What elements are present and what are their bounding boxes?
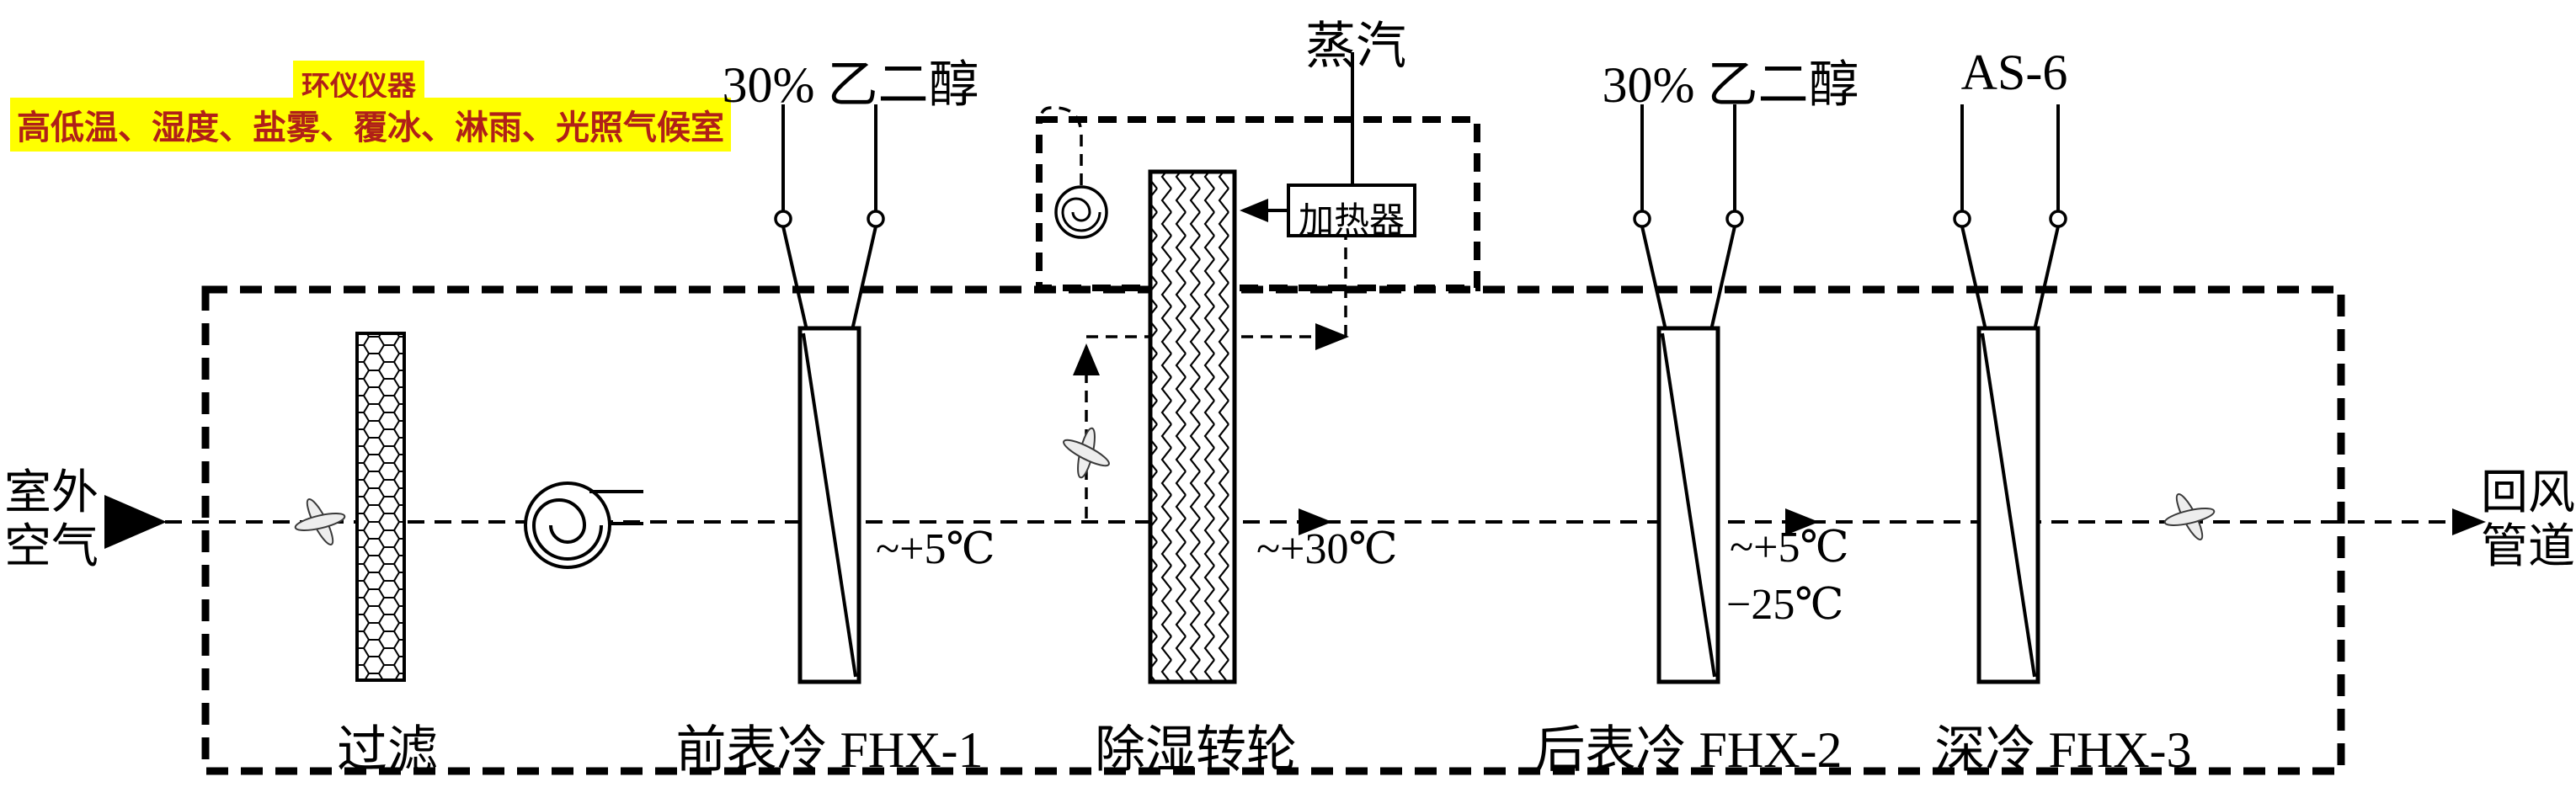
deepcool-caption: 深冷 FHX-3 — [1934, 722, 2192, 778]
temp-after-aftercool-low: −25℃ — [1726, 581, 1844, 629]
glycol-right-label: 30% 乙二醇 — [1602, 57, 1859, 113]
heater-label: 加热器 — [1298, 202, 1405, 241]
return-duct-line1: 回风 — [2481, 467, 2575, 519]
coolant-pipes-fhx1 — [774, 104, 885, 331]
blower-icon — [524, 481, 643, 569]
regen-fan-icon — [1054, 185, 1108, 239]
filter-caption: 过滤 — [337, 722, 438, 778]
regen-supply-arrow — [1315, 323, 1349, 350]
desiccant-wheel-icon — [1148, 169, 1237, 684]
inlet-arrow — [104, 495, 167, 549]
wheel-caption: 除湿转轮 — [1095, 722, 1297, 778]
return-duct-label: 回风 管道 — [2481, 466, 2575, 574]
temp-after-wheel: ~+30℃ — [1256, 525, 1398, 573]
flow-arrow-after-wheel — [1299, 508, 1332, 535]
aftercool-caption: 后表冷 FHX-2 — [1534, 722, 1843, 778]
filter-icon — [355, 332, 406, 682]
watermark-tagline: 高低温、湿度、盐雾、覆冰、淋雨、光照气候室 — [10, 98, 731, 152]
regen-enclosure — [1036, 116, 1480, 291]
precool-coil-icon — [797, 326, 861, 684]
temp-after-precool: ~+5℃ — [876, 525, 995, 573]
regen-riser-arrow — [1073, 343, 1100, 375]
outdoor-air-line1: 室外 — [4, 467, 99, 519]
main-enclosure — [201, 285, 2345, 775]
steam-label: 蒸汽 — [1305, 19, 1406, 74]
propeller-icon-inlet — [294, 498, 346, 545]
outlet-arrow — [2452, 508, 2486, 535]
flow-arrow-after-fhx2 — [1785, 508, 1819, 535]
deepcool-coil-icon — [1976, 326, 2040, 684]
aftercool-coil-icon — [1656, 326, 1720, 684]
coolant-pipes-fhx3 — [1953, 104, 2067, 331]
precool-caption: 前表冷 FHX-1 — [675, 722, 984, 778]
heater-to-wheel-arrow — [1240, 199, 1288, 222]
propeller-icon-regen — [1063, 427, 1110, 479]
glycol-left-label: 30% 乙二醇 — [722, 57, 979, 113]
coolant-pipes-fhx2 — [1633, 104, 1744, 331]
as6-label: AS-6 — [1960, 45, 2068, 100]
outdoor-air-line2: 空气 — [4, 521, 99, 573]
exhaust-hook — [1039, 106, 1083, 185]
outdoor-air-label: 室外 空气 — [2, 466, 101, 574]
return-duct-line2: 管道 — [2481, 521, 2575, 573]
propeller-icon-outlet — [2163, 493, 2216, 540]
heater-box — [1287, 184, 1416, 237]
temp-after-aftercool-high: ~+5℃ — [1730, 524, 1849, 572]
